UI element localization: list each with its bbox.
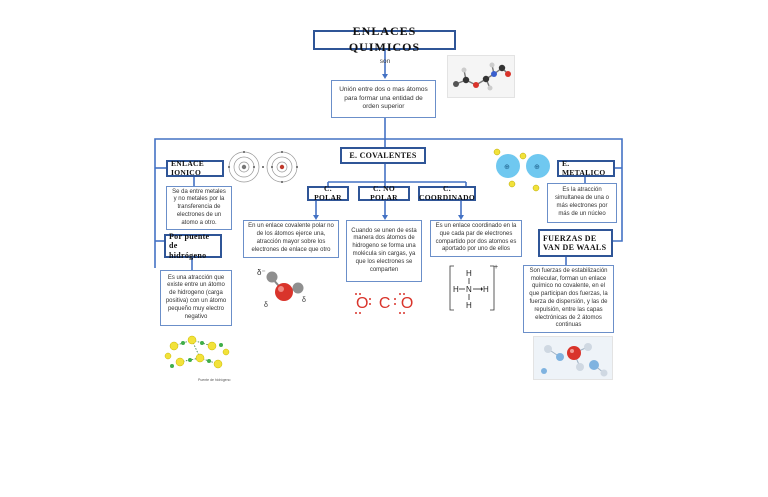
metalico-text: Es la atracción simultanea de una o más …	[554, 187, 610, 217]
van-der-waals-image	[533, 336, 613, 380]
son-arrow-head	[382, 74, 388, 79]
polar-text: En un enlace covalente polar no de los á…	[248, 223, 334, 253]
nopolar-label: C. NO POLAR	[370, 183, 398, 202]
nopolar-box: C. NO POLAR	[358, 183, 410, 202]
title-box: ENLACES QUIMICOS	[313, 24, 456, 54]
van-der-waals-label: FUERZAS DE VAN DE WAALS	[543, 233, 607, 252]
metal-ion-1: ⊕	[504, 164, 510, 171]
co2-lewis-icon: O C O	[355, 293, 414, 314]
metalico-text-box: Es la atracción simultanea de una o más …	[547, 183, 617, 223]
metal-ion-2: ⊕	[534, 164, 540, 171]
ionic-atoms-icon	[228, 151, 298, 183]
definition-text: Unión entre dos o mas átomos para formar…	[339, 86, 428, 111]
water-delta-minus-label: δ⁻	[257, 268, 266, 277]
coordinado-label: C. COORDINADO	[419, 183, 475, 202]
hidrogeno-text: Es una atracción que existe entre un áto…	[165, 274, 227, 320]
son-connector-label: son	[379, 58, 391, 65]
ionico-label: ENLACE IONICO	[171, 158, 205, 177]
coordinado-text: Es un enlace coordinado en la que cada p…	[435, 222, 517, 253]
molecule-image	[447, 55, 515, 98]
van-der-waals-text: Son fuerzas de estabilización molecular,…	[529, 267, 608, 329]
polar-arrow-head	[313, 215, 319, 220]
metalico-box: E. METALICO	[557, 158, 615, 177]
nopolar-text-box: Cuando se unen de esta manera dos átomos…	[346, 220, 422, 282]
ionico-text: Se da entre metales y no metales por la …	[172, 188, 226, 226]
van-der-waals-box: FUERZAS DE VAN DE WAALS	[538, 229, 613, 257]
hidrogeno-text-box: Es una atracción que existe entre un áto…	[160, 270, 232, 326]
coordinado-box: C. COORDINADO	[418, 183, 476, 202]
ionico-box: ENLACE IONICO	[166, 158, 224, 177]
hydrogen-bond-icon: Puente de hidrógeno	[164, 335, 231, 382]
coordinado-arrow-head	[458, 215, 464, 220]
water-molecule-icon: δ⁻ δ δ	[257, 268, 306, 309]
ionico-text-box: Se da entre metales y no metales por la …	[166, 186, 232, 230]
metallic-ions-icon: ⊕ ⊕	[493, 148, 550, 192]
hidrogeno-label: Por puente de hidrógeno	[169, 232, 210, 260]
hydrogen-bond-caption: Puente de hidrógeno	[198, 378, 231, 382]
ball-stick-molecule-icon	[453, 62, 511, 91]
water-delta-plus-label-2: δ	[302, 297, 306, 304]
covalentes-box: E. COVALENTES	[340, 147, 426, 164]
ammonium-icon: H H H H N +	[449, 264, 498, 311]
nh4-h-top: H	[466, 269, 472, 278]
water-delta-plus-label-1: δ	[264, 302, 268, 309]
hidrogeno-box: Por puente de hidrógeno	[164, 232, 222, 260]
coordinado-text-box: Es un enlace coordinado en la que cada p…	[430, 220, 522, 257]
nh4-charge: +	[494, 264, 498, 271]
co2-label: O C O	[356, 295, 414, 312]
polar-text-box: En un enlace covalente polar no de los á…	[243, 220, 339, 258]
metalico-label: E. METALICO	[562, 158, 606, 177]
polar-box: C. POLAR	[307, 183, 349, 202]
polar-label: C. POLAR	[314, 183, 342, 202]
main-frame-line	[154, 138, 623, 268]
nopolar-arrow-head	[382, 215, 388, 220]
page-title: ENLACES QUIMICOS	[348, 24, 421, 54]
van-der-waals-text-box: Son fuerzas de estabilización molecular,…	[523, 265, 614, 333]
nh4-n: N	[466, 285, 472, 294]
nh4-h-left: H	[453, 285, 459, 294]
nh4-h-bottom: H	[466, 301, 472, 310]
nopolar-text: Cuando se unen de esta manera dos átomos…	[351, 227, 417, 273]
definition-box: Unión entre dos o mas átomos para formar…	[331, 80, 436, 118]
molecules-3d-icon	[541, 343, 608, 377]
covalentes-label: E. COVALENTES	[349, 150, 417, 160]
nh4-h-right: H	[483, 285, 489, 294]
